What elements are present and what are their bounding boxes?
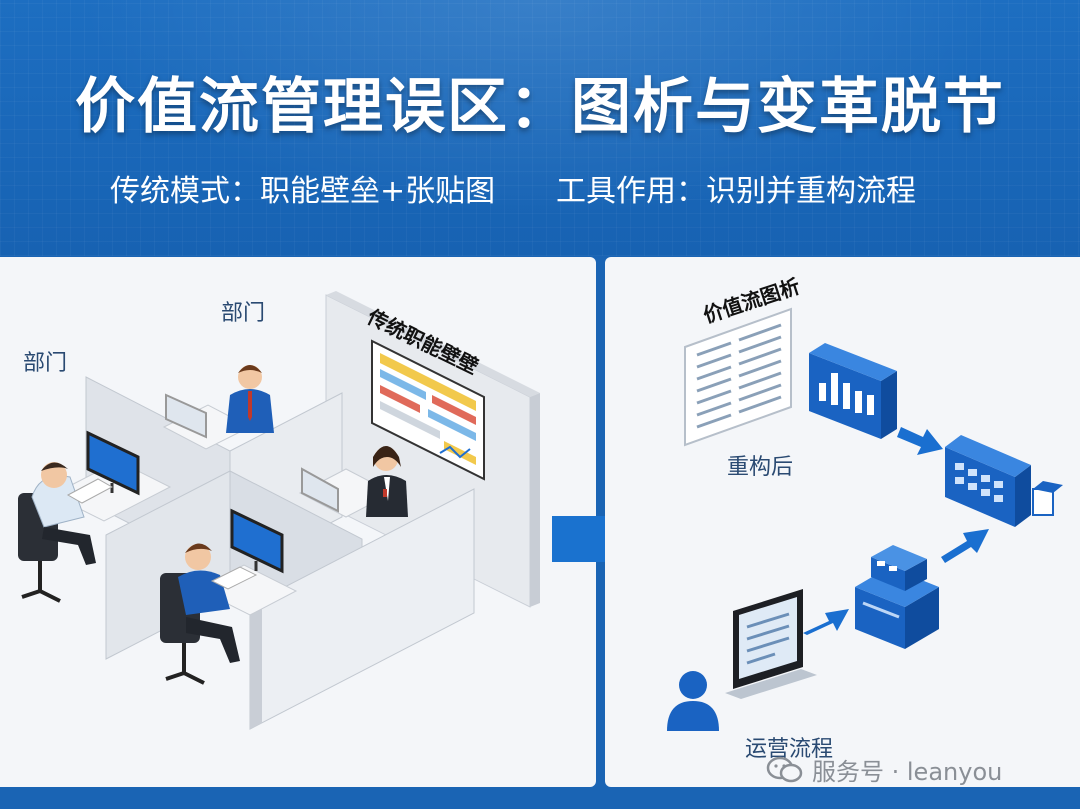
monitor-icon — [230, 508, 284, 574]
machine-icon — [855, 545, 939, 649]
restructured-label: 重构后 — [727, 455, 794, 480]
flow-arrow-icon — [941, 529, 989, 563]
dept-label: 部门 — [221, 301, 266, 326]
monitor-icon — [86, 430, 140, 496]
flow-arrow-icon — [897, 427, 943, 455]
office-worker — [366, 446, 408, 517]
monitor-icon — [301, 467, 339, 513]
footer-strip — [0, 787, 1080, 809]
user-icon — [667, 671, 719, 731]
cubicle-office-illustration — [18, 291, 540, 730]
dept-label: 部门 — [23, 351, 68, 376]
control-panel-icon — [945, 435, 1063, 527]
traditional-mode-panel: 部门 部门 — [0, 257, 596, 787]
watermark-text: 服务号 · leanyou — [812, 758, 1003, 786]
bar-chart-icon — [809, 343, 897, 439]
screen-icon — [725, 589, 817, 699]
page-title: 价值流管理误区：图析与变革脱节 — [75, 72, 1005, 142]
flow-arrow-icon — [803, 609, 849, 635]
header-banner: 价值流管理误区：图析与变革脱节 传统模式：职能壁垒+张贴图 工具作用：识别并重构… — [0, 0, 1080, 256]
office-worker — [18, 462, 96, 603]
subtitle-tool-role: 工具作用：识别并重构流程 — [556, 174, 916, 209]
wechat-icon — [766, 756, 803, 782]
wall-board — [371, 339, 485, 481]
subtitle-traditional-mode: 传统模式：职能壁垒+张贴图 — [110, 174, 496, 209]
restructured-flow-illustration — [667, 307, 1063, 731]
watermark: 服务号 · leanyou — [766, 752, 1002, 787]
monitor-icon — [165, 393, 207, 439]
office-worker — [226, 365, 274, 433]
tool-role-panel: 价值流图析 重构后 运营流程 — [605, 257, 1080, 787]
operations-label: 运营流程 — [745, 737, 834, 762]
document-icon — [684, 307, 792, 447]
